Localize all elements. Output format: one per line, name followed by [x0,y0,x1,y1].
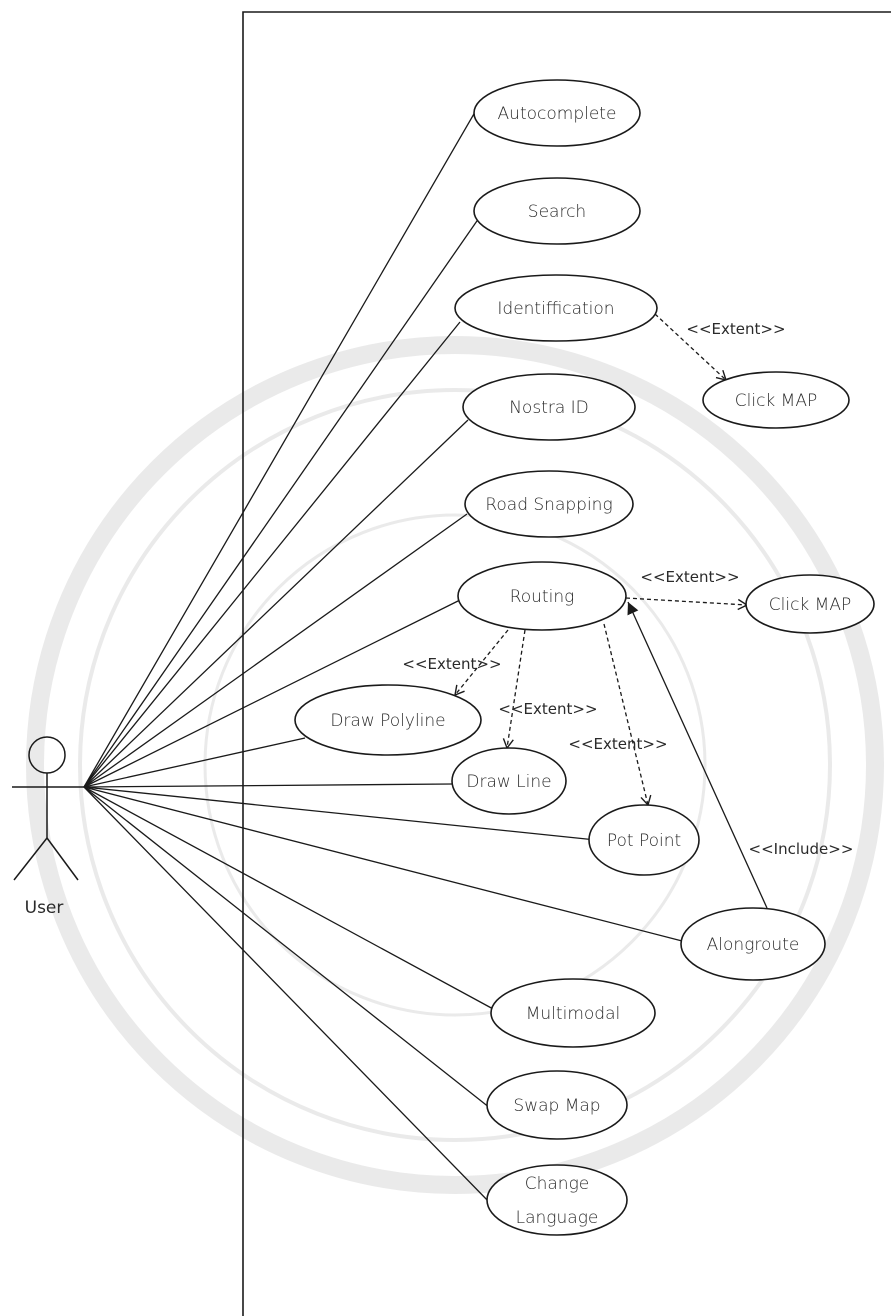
relationship-identiffication-extent-clickmap [654,313,728,381]
relationship-label-routing-extent-potpoint: <<Extent>> [568,735,667,753]
use-case-autocomplete[interactable]: Autocomplete [473,79,641,147]
use-case-label: Search [528,202,586,222]
association-multimodal [83,786,496,1011]
relationship-alongroute-include-routing [627,601,768,909]
use-case-routing[interactable]: Routing [457,561,627,631]
use-case-ellipse [486,1164,628,1236]
use-case-ellipse [454,274,658,342]
use-case-alongroute[interactable]: Alongroute [680,907,826,981]
use-case-ellipse [473,79,641,147]
association-identiffication [83,321,461,788]
relationship-label-identiffication-extent-clickmap: <<Extent>> [686,320,785,338]
use-case-label: Nostra ID [509,398,589,418]
association-draw-polyline [83,737,306,788]
use-case-nostra-id[interactable]: Nostra ID [462,373,636,441]
association-search [83,217,480,788]
use-case-road-snapping[interactable]: Road Snapping [464,470,634,538]
use-case-label: Click MAP [735,391,817,411]
system-boundary [242,11,891,1316]
use-case-click-map-2[interactable]: Click MAP [745,574,875,634]
use-case-label: Click MAP [769,595,851,615]
association-change-language [83,786,493,1206]
actor-user[interactable]: User [12,736,84,918]
use-case-search[interactable]: Search [473,177,641,245]
relationship-routing-extent-clickmap [625,597,749,611]
actor-label: User [25,898,64,918]
relationship-label-routing-extent-drawline: <<Extent>> [498,700,597,718]
use-case-label: Change [525,1174,590,1194]
association-swap-map [83,786,491,1109]
use-case-label: Pot Point [607,831,681,851]
use-case-ellipse [464,470,634,538]
relationship-lines [454,313,768,909]
use-case-swap-map[interactable]: Swap Map [486,1070,628,1140]
use-case-label: Swap Map [513,1096,600,1116]
relationship-routing-extent-potpoint [603,623,652,807]
use-case-label: Draw Line [466,772,551,792]
use-case-multimodal[interactable]: Multimodal [490,978,656,1048]
relationship-routing-extent-drawline [502,629,526,750]
use-case-click-map-1[interactable]: Click MAP [702,371,850,429]
actor-left-leg [13,837,48,881]
actor-right-leg [46,837,79,881]
association-draw-line [83,783,453,788]
use-case-ellipse [473,177,641,245]
use-case-ellipse [462,373,636,441]
use-case-ellipse [588,804,700,876]
use-case-label: Multimodal [526,1004,620,1024]
relationship-labels: <<Extent>> <<Extent>> <<Extent>> <<Extent>>… [402,320,853,858]
use-case-label: Road Snapping [485,495,612,515]
use-case-label: Identiffication [497,299,614,319]
association-lines [83,99,687,1206]
association-alongroute [83,786,687,943]
relationship-label-routing-extent-clickmap: <<Extent>> [640,568,739,586]
use-case-draw-line[interactable]: Draw Line [451,747,567,815]
use-case-ellipse [490,978,656,1048]
association-nostra-id [83,419,469,788]
use-case-ellipse [680,907,826,981]
relationship-label-routing-extent-polyline: <<Extent>> [402,655,501,673]
use-case-ellipse [451,747,567,815]
association-road-snapping [83,513,468,788]
use-case-ellipse [294,684,482,756]
use-case-ellipse [457,561,627,631]
use-case-identiffication[interactable]: Identiffication [454,274,658,342]
use-case-label: Draw Polyline [330,711,445,731]
use-case-ellipse [702,371,850,429]
use-case-label: Alongroute [707,935,800,955]
association-autocomplete [83,99,483,788]
use-case-label: Autocomplete [498,104,617,124]
use-case-label: Routing [510,587,575,607]
association-routing [83,599,461,788]
use-case-ellipse [486,1070,628,1140]
use-case-pot-point[interactable]: Pot Point [588,804,700,876]
use-case-ellipse [745,574,875,634]
use-case-label: Language [516,1208,599,1228]
association-pot-point [83,786,597,841]
watermark-seal [26,336,884,1194]
relationship-label-alongroute-include-routing: <<Include>> [749,840,854,858]
use-case-draw-polyline[interactable]: Draw Polyline [294,684,482,756]
